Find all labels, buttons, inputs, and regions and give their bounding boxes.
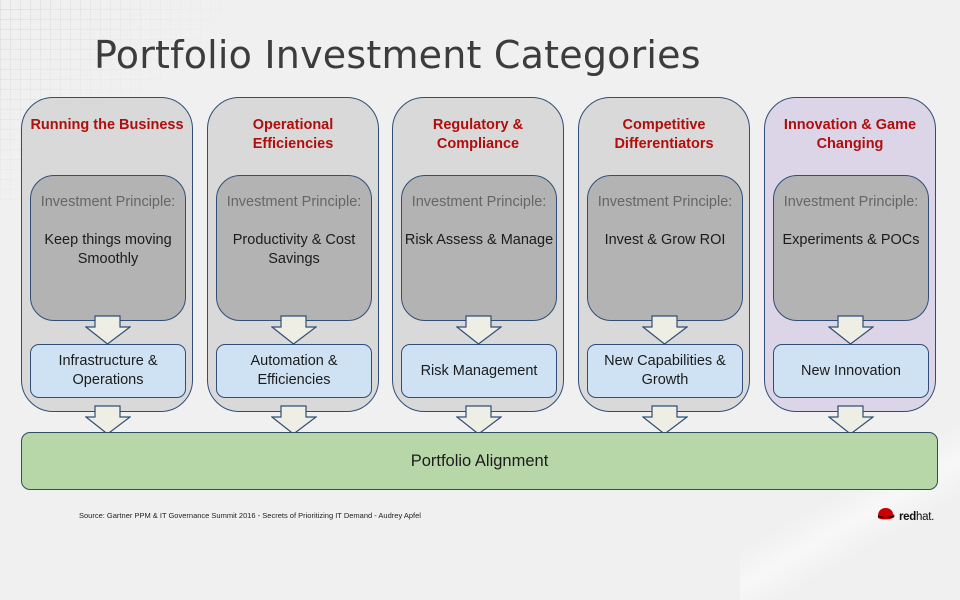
- principle-label: Investment Principle:: [783, 194, 919, 210]
- down-arrow-icon: [271, 315, 317, 345]
- principle-value: Invest & Grow ROI: [604, 232, 726, 248]
- down-arrow-icon: [456, 405, 502, 435]
- category-heading: Regulatory & Compliance: [432, 117, 524, 152]
- investment-principle-box: Investment Principle: Risk Assess & Mana…: [401, 175, 557, 321]
- category-column-innovation-game-changing: Innovation & Game Changing Investment Pr…: [764, 97, 936, 412]
- category-column-operational-efficiencies: Operational Efficiencies Investment Prin…: [207, 97, 379, 412]
- principle-value: Productivity & Cost Savings: [232, 232, 356, 267]
- wordmark-regular: hat.: [916, 510, 934, 523]
- principle-value: Keep things moving Smoothly: [44, 232, 172, 267]
- outcome-box: Infrastructure & Operations: [30, 344, 186, 398]
- principle-label: Investment Principle:: [226, 194, 362, 210]
- outcome-box: Automation & Efficiencies: [216, 344, 372, 398]
- principle-value: Risk Assess & Manage: [404, 232, 554, 248]
- outcome-box: Risk Management: [401, 344, 557, 398]
- outcome-box: New Innovation: [773, 344, 929, 398]
- wordmark-bold: red: [899, 510, 916, 523]
- category-column-regulatory-compliance: Regulatory & Compliance Investment Princ…: [392, 97, 564, 412]
- down-arrow-icon: [85, 315, 131, 345]
- portfolio-alignment-label: Portfolio Alignment: [410, 451, 549, 470]
- down-arrow-icon: [456, 315, 502, 345]
- principle-label: Investment Principle:: [411, 194, 547, 210]
- portfolio-alignment-bar: Portfolio Alignment: [21, 432, 938, 490]
- category-heading: Competitive Differentiators: [614, 117, 714, 152]
- category-heading: Running the Business: [30, 117, 184, 133]
- principle-label: Investment Principle:: [597, 194, 733, 210]
- redhat-logo: redhat.: [876, 507, 934, 526]
- source-citation: Source: Gartner PPM & IT Governance Summ…: [79, 511, 421, 520]
- down-arrow-icon: [642, 405, 688, 435]
- down-arrow-icon: [642, 315, 688, 345]
- investment-principle-box: Investment Principle: Experiments & POCs: [773, 175, 929, 321]
- investment-principle-box: Investment Principle: Keep things moving…: [30, 175, 186, 321]
- slide-title: Portfolio Investment Categories: [94, 33, 701, 77]
- redhat-shadowman-icon: [876, 507, 896, 526]
- category-heading: Innovation & Game Changing: [783, 117, 917, 152]
- investment-principle-box: Investment Principle: Invest & Grow ROI: [587, 175, 743, 321]
- down-arrow-icon: [828, 405, 874, 435]
- principle-label: Investment Principle:: [40, 194, 176, 210]
- redhat-wordmark: redhat.: [899, 511, 934, 523]
- category-column-competitive-differentiators: Competitive Differentiators Investment P…: [578, 97, 750, 412]
- down-arrow-icon: [271, 405, 317, 435]
- principle-value: Experiments & POCs: [782, 232, 920, 248]
- investment-principle-box: Investment Principle: Productivity & Cos…: [216, 175, 372, 321]
- outcome-box: New Capabilities & Growth: [587, 344, 743, 398]
- down-arrow-icon: [828, 315, 874, 345]
- category-heading: Operational Efficiencies: [252, 117, 334, 152]
- category-column-running-the-business: Running the Business Investment Principl…: [21, 97, 193, 412]
- down-arrow-icon: [85, 405, 131, 435]
